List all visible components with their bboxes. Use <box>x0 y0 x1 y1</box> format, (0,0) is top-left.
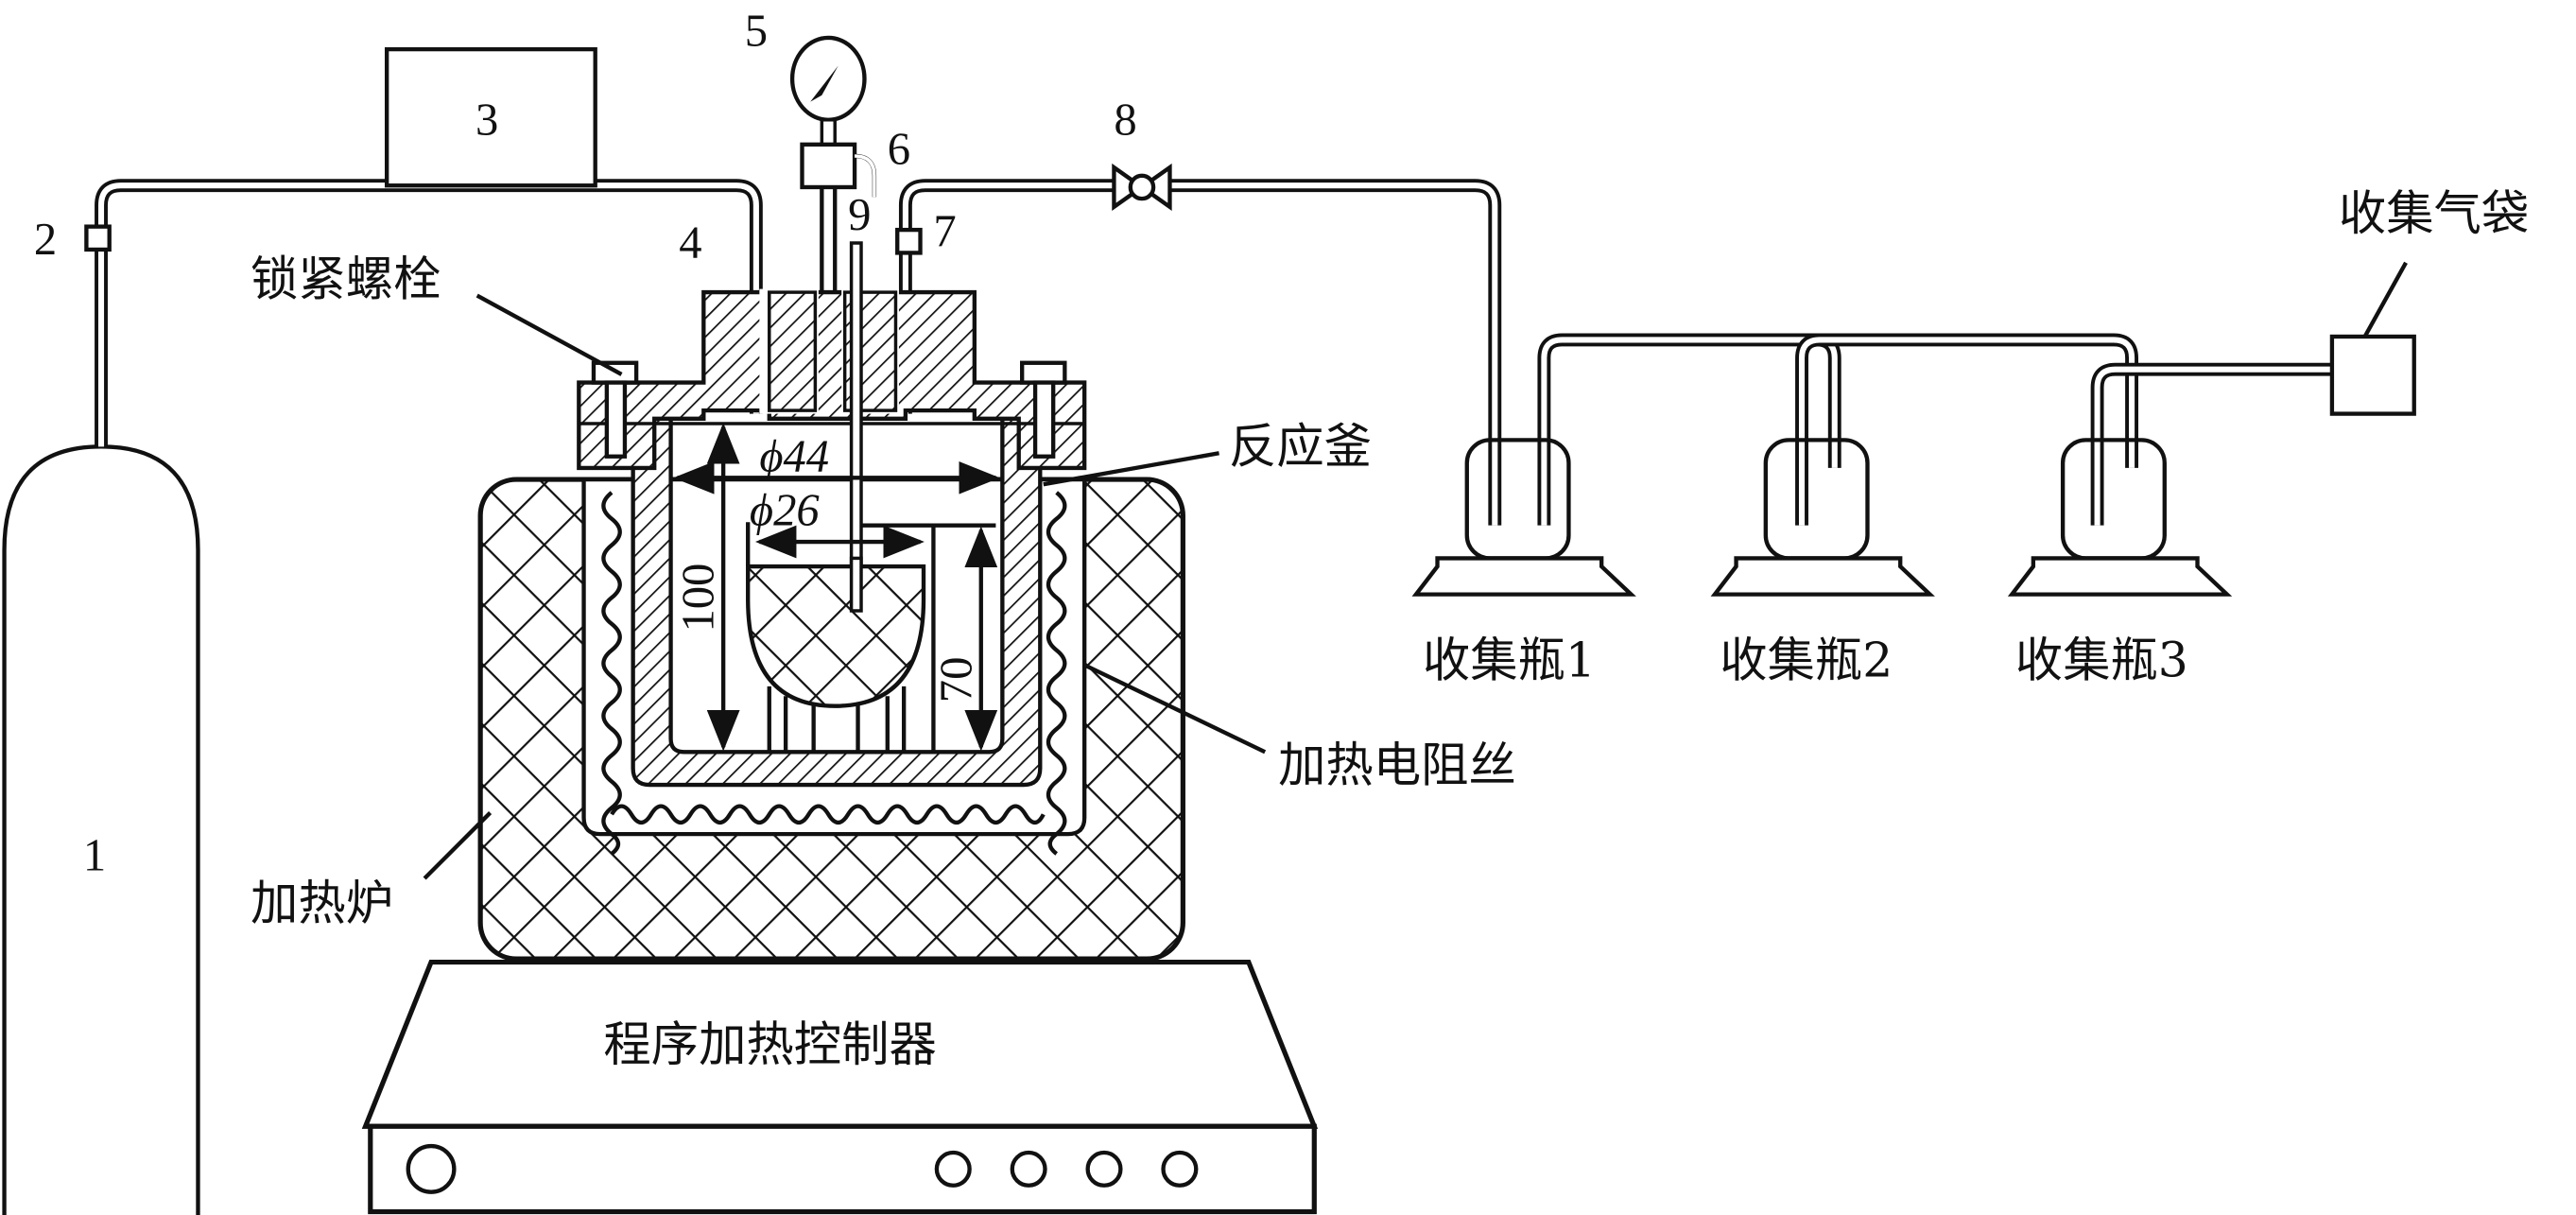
reactor-vessel <box>577 288 1087 788</box>
button-icon <box>1085 1150 1123 1188</box>
collection-bottle-2: 收集瓶2 <box>1710 438 1935 687</box>
valve-7 <box>895 227 923 255</box>
power-knob-icon <box>406 1143 457 1194</box>
label-controller: 程序加热控制器 <box>603 1016 936 1072</box>
label-9: 9 <box>848 189 871 240</box>
thermocouple <box>849 241 863 610</box>
valve-8 <box>1112 163 1172 211</box>
collection-bottle-1: 收集瓶1 <box>1411 438 1636 687</box>
label-furnace: 加热炉 <box>251 875 393 930</box>
dim-crucible-diameter: ϕ26 <box>750 485 820 536</box>
label-8: 8 <box>1114 94 1136 145</box>
button-icon <box>1161 1150 1199 1188</box>
button-icon <box>1010 1150 1047 1188</box>
outlet-pipe <box>898 179 1502 526</box>
collection-bottle-3: 收集瓶3 <box>2007 438 2233 687</box>
label-2: 2 <box>34 214 57 265</box>
label-bottle-2: 收集瓶2 <box>1720 632 1893 687</box>
button-icon <box>934 1150 972 1188</box>
label-6: 6 <box>888 124 910 175</box>
gas-bag <box>2329 334 2416 416</box>
label-bottle-1: 收集瓶1 <box>1423 632 1596 687</box>
dim-outer-diameter: ϕ44 <box>759 430 829 481</box>
label-bottle-3: 收集瓶3 <box>2015 632 2188 687</box>
collection-pipes <box>1537 333 2332 526</box>
gas-cylinder: 1 <box>2 444 200 1215</box>
heating-controller: 程序加热控制器 <box>361 959 1319 1215</box>
box-3 <box>384 46 597 188</box>
dimension-lines <box>673 423 1000 753</box>
label-7: 7 <box>933 205 956 256</box>
label-bolt: 锁紧螺栓 <box>251 252 441 307</box>
valve-2 <box>84 224 112 252</box>
label-gas-bag: 收集气袋 <box>2339 185 2529 241</box>
heating-furnace <box>477 477 1185 962</box>
label-5: 5 <box>745 6 768 57</box>
crucible <box>746 556 926 753</box>
label-heating-wire: 加热电阻丝 <box>1278 738 1516 793</box>
label-4: 4 <box>679 217 701 269</box>
label-1: 1 <box>83 829 106 880</box>
dim-crucible-height: 70 <box>930 657 981 703</box>
label-reactor: 反应釜 <box>1229 419 1372 475</box>
dim-height: 100 <box>673 564 724 633</box>
label-3: 3 <box>475 94 498 145</box>
